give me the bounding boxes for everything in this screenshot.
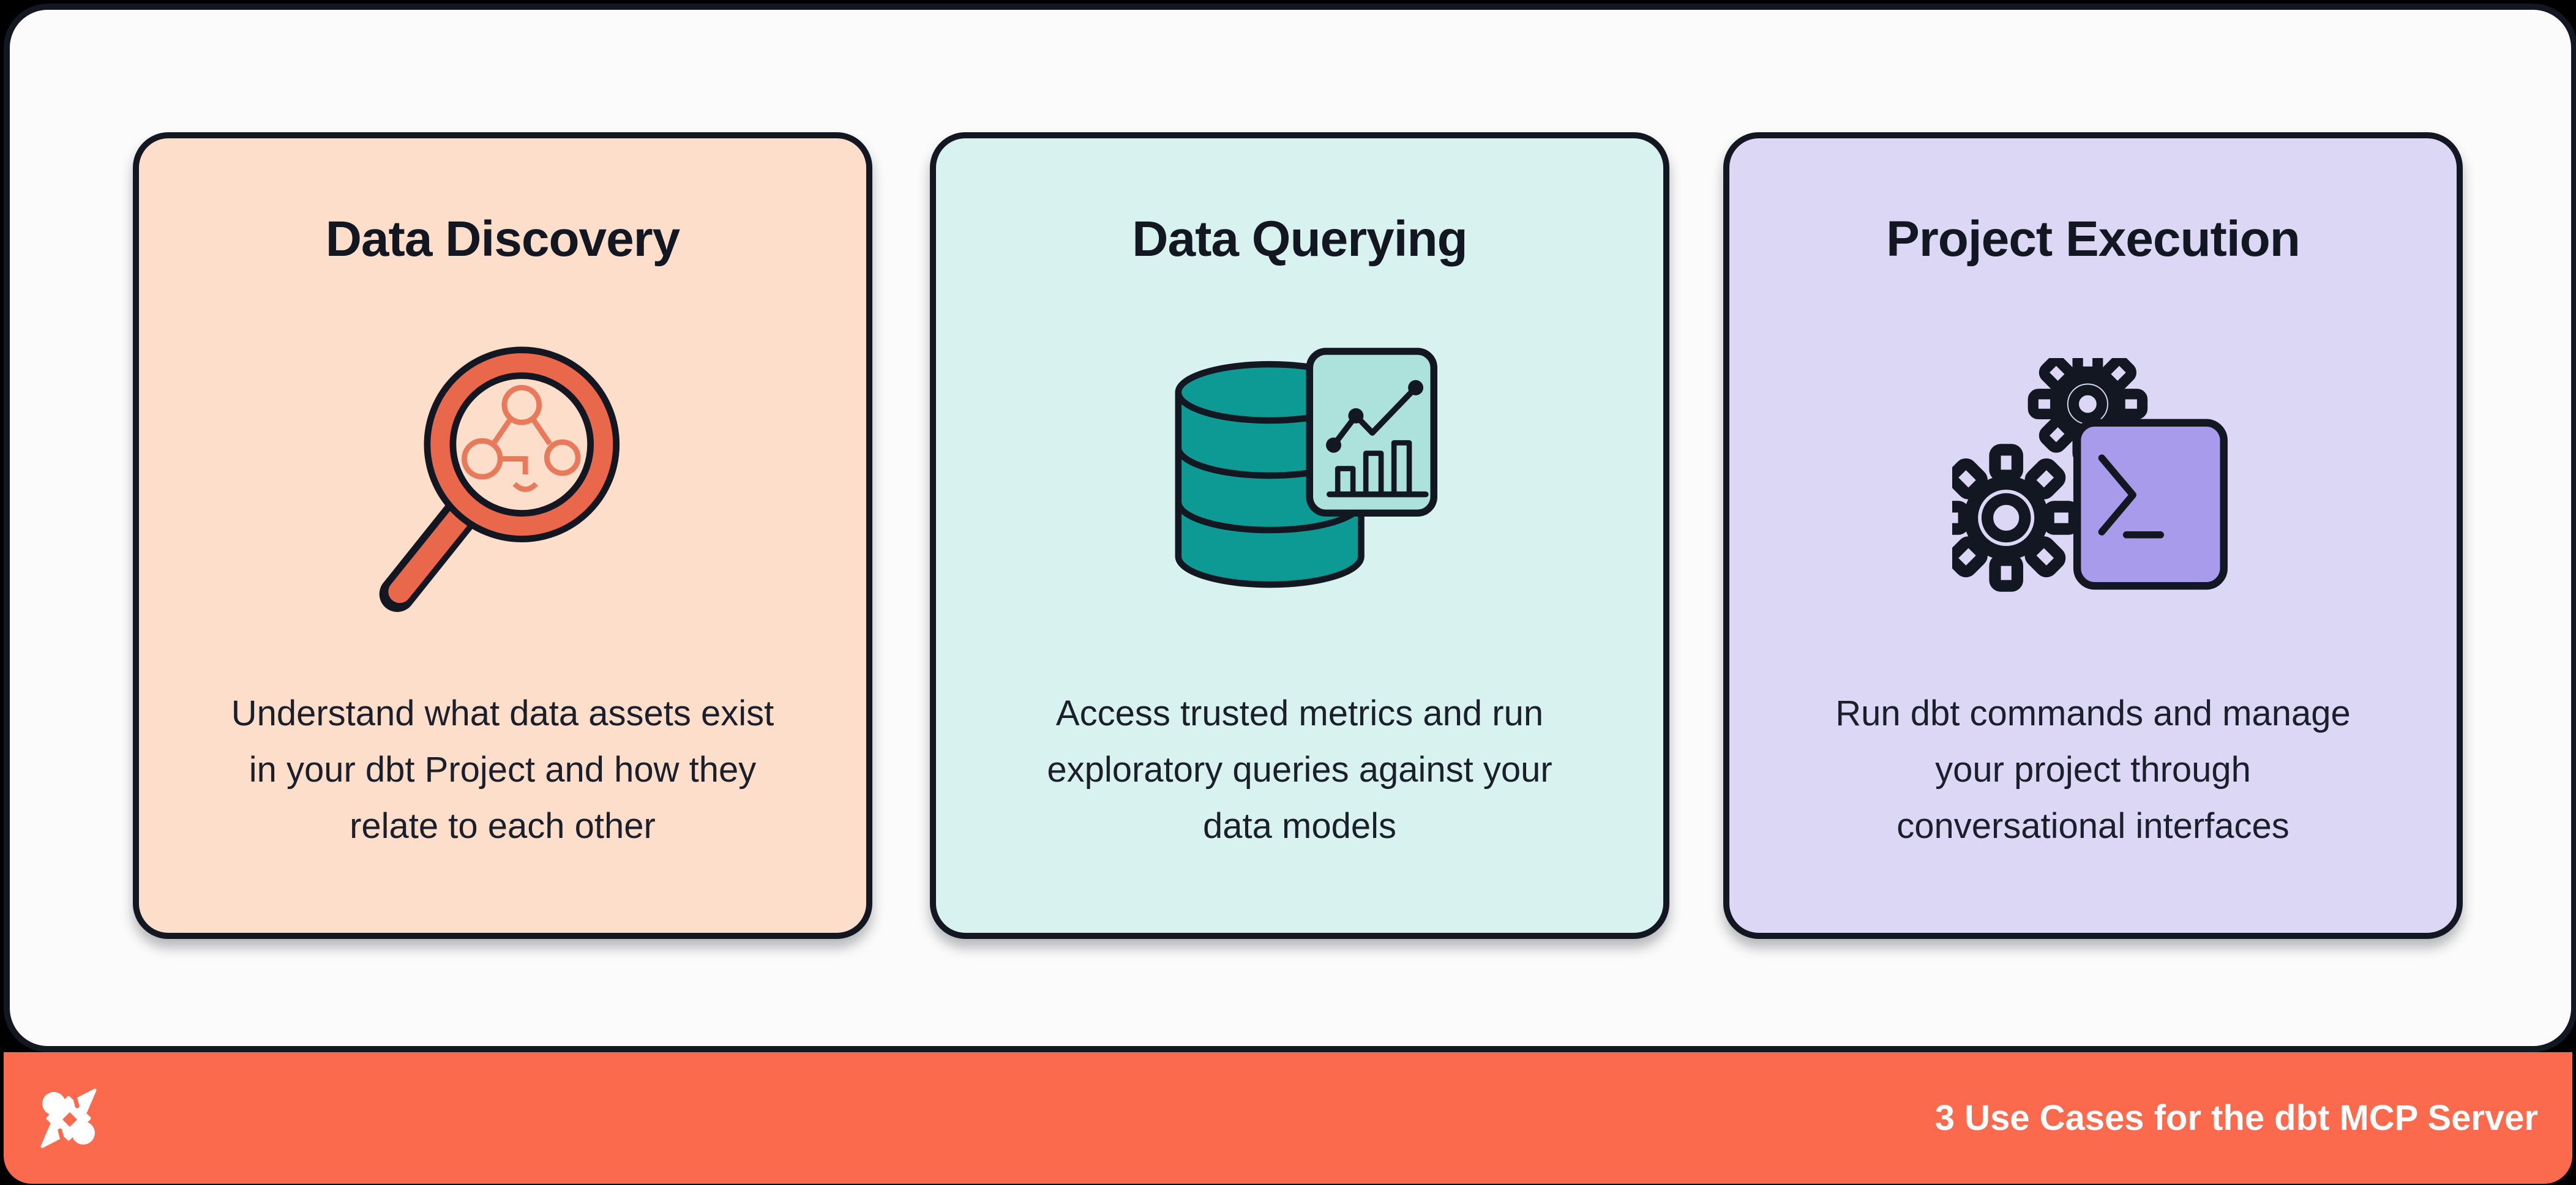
magnifier-lineage-icon [371,338,634,616]
card-description: Access trusted metrics and run explorato… [1047,686,1552,854]
dbt-logo-icon [38,1087,99,1149]
database-chart-icon [1162,346,1437,608]
description-line: exploratory queries against your [1047,750,1552,790]
card-data-discovery: Data Discovery [133,132,872,939]
main-panel: Data Discovery [4,4,2576,1052]
card-title: Project Execution [1886,211,2301,267]
card-icon-area [1932,268,2234,686]
description-line: relate to each other [350,806,656,846]
card-data-querying: Data Querying [930,132,1669,939]
card-project-execution: Project Execution [1723,132,2463,939]
card-title: Data Querying [1132,211,1467,267]
description-line: Understand what data assets exist [231,693,774,733]
footer-title: 3 Use Cases for the dbt MCP Server [1934,1098,2538,1138]
description-line: data models [1203,806,1396,846]
footer-bar: 3 Use Cases for the dbt MCP Server [4,1052,2572,1184]
card-icon-area [1162,268,1437,686]
description-line: in your dbt Project and how they [249,750,757,790]
card-icon-area [371,268,634,686]
card-description: Understand what data assets exist in you… [231,686,774,854]
gears-terminal-icon [1932,343,2234,596]
description-line: your project through [1935,750,2251,790]
description-line: conversational interfaces [1896,806,2290,846]
card-description: Run dbt commands and manage your project… [1835,686,2351,854]
description-line: Access trusted metrics and run [1055,693,1544,733]
description-line: Run dbt commands and manage [1835,693,2351,733]
card-title: Data Discovery [325,211,681,267]
